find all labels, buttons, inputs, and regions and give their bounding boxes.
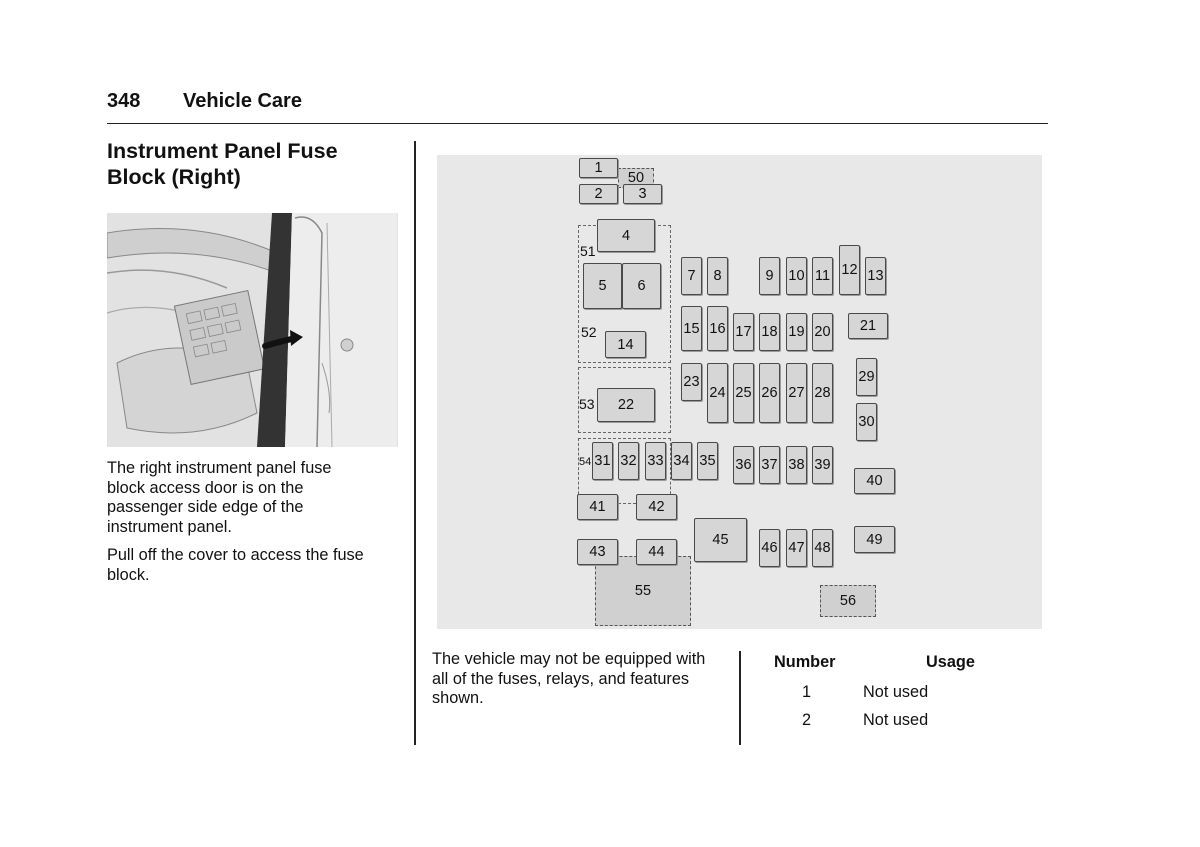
fuse-47: 47 <box>786 529 807 567</box>
fuse-15: 15 <box>681 306 702 351</box>
fuse-37: 37 <box>759 446 780 484</box>
table-header-usage: Usage <box>926 653 975 671</box>
fuse-block-diagram: 51 52 53 54 50 55 56 1 2 3 4 5 6 7 8 9 1… <box>437 155 1042 629</box>
fuse-29: 29 <box>856 358 877 396</box>
glovebox-door-illustration <box>107 213 398 447</box>
fuse-48: 48 <box>812 529 833 567</box>
fuse-33: 33 <box>645 442 666 480</box>
table-header-number: Number <box>774 653 836 671</box>
table-cell-number: 2 <box>802 711 812 729</box>
fuse-19: 19 <box>786 313 807 351</box>
table-cell-usage: Not used <box>863 683 929 701</box>
fuse-25: 25 <box>733 363 754 423</box>
fuse-41: 41 <box>577 494 618 520</box>
equipment-note: The vehicle may not be equipped with all… <box>432 650 706 708</box>
fuse-3: 3 <box>623 184 662 204</box>
fuse-45: 45 <box>694 518 747 562</box>
fuse-21: 21 <box>848 313 888 339</box>
table-cell-usage: Not used <box>863 711 929 729</box>
fuse-31: 31 <box>592 442 613 480</box>
fuse-1: 1 <box>579 158 618 178</box>
section-title: Instrument Panel Fuse Block (Right) <box>107 139 338 189</box>
fuse-38: 38 <box>786 446 807 484</box>
fuse-34: 34 <box>671 442 692 480</box>
fuse-16: 16 <box>707 306 728 351</box>
page-header: 348 Vehicle Care <box>107 90 1048 124</box>
fuse-36: 36 <box>733 446 754 484</box>
fuse-11: 11 <box>812 257 833 295</box>
fuse-2: 2 <box>579 184 618 204</box>
zone-54-outline <box>578 438 671 504</box>
fuse-28: 28 <box>812 363 833 423</box>
table-cell-number: 1 <box>802 683 812 701</box>
fuse-27: 27 <box>786 363 807 423</box>
fuse-12: 12 <box>839 245 860 295</box>
pull-cover-paragraph: Pull off the cover to access the fuse bl… <box>107 546 364 584</box>
section-name: Vehicle Care <box>183 90 302 112</box>
relay-56: 56 <box>820 585 876 617</box>
fuse-7: 7 <box>681 257 702 295</box>
fuse-8: 8 <box>707 257 728 295</box>
fuse-32: 32 <box>618 442 639 480</box>
fuse-5: 5 <box>583 263 622 309</box>
access-door-paragraph: The right instrument panel fuse block ac… <box>107 459 332 537</box>
fuse-35: 35 <box>697 442 718 480</box>
fuse-18: 18 <box>759 313 780 351</box>
fuse-14: 14 <box>605 331 646 358</box>
fuse-30: 30 <box>856 403 877 441</box>
fuse-17: 17 <box>733 313 754 351</box>
column-divider-left <box>414 141 416 745</box>
fuse-24: 24 <box>707 363 728 423</box>
zone-53-outline <box>578 367 671 433</box>
column-divider-table <box>739 651 741 745</box>
fuse-20: 20 <box>812 313 833 351</box>
fuse-46: 46 <box>759 529 780 567</box>
fuse-13: 13 <box>865 257 886 295</box>
fuse-42: 42 <box>636 494 677 520</box>
fuse-39: 39 <box>812 446 833 484</box>
page-number: 348 <box>107 90 141 112</box>
fuse-44: 44 <box>636 539 677 565</box>
zone-label-52: 52 <box>581 324 597 340</box>
fuse-4: 4 <box>597 219 655 252</box>
zone-label-53: 53 <box>579 396 595 412</box>
relay-55: 55 <box>595 556 691 626</box>
fuse-22: 22 <box>597 388 655 422</box>
fuse-6: 6 <box>622 263 661 309</box>
fuse-49: 49 <box>854 526 895 553</box>
fuse-43: 43 <box>577 539 618 565</box>
fuse-10: 10 <box>786 257 807 295</box>
zone-label-54: 54 <box>579 456 592 468</box>
fuse-40: 40 <box>854 468 895 494</box>
fuse-23: 23 <box>681 363 702 401</box>
zone-label-51: 51 <box>580 243 596 259</box>
fuse-26: 26 <box>759 363 780 423</box>
fuse-9: 9 <box>759 257 780 295</box>
